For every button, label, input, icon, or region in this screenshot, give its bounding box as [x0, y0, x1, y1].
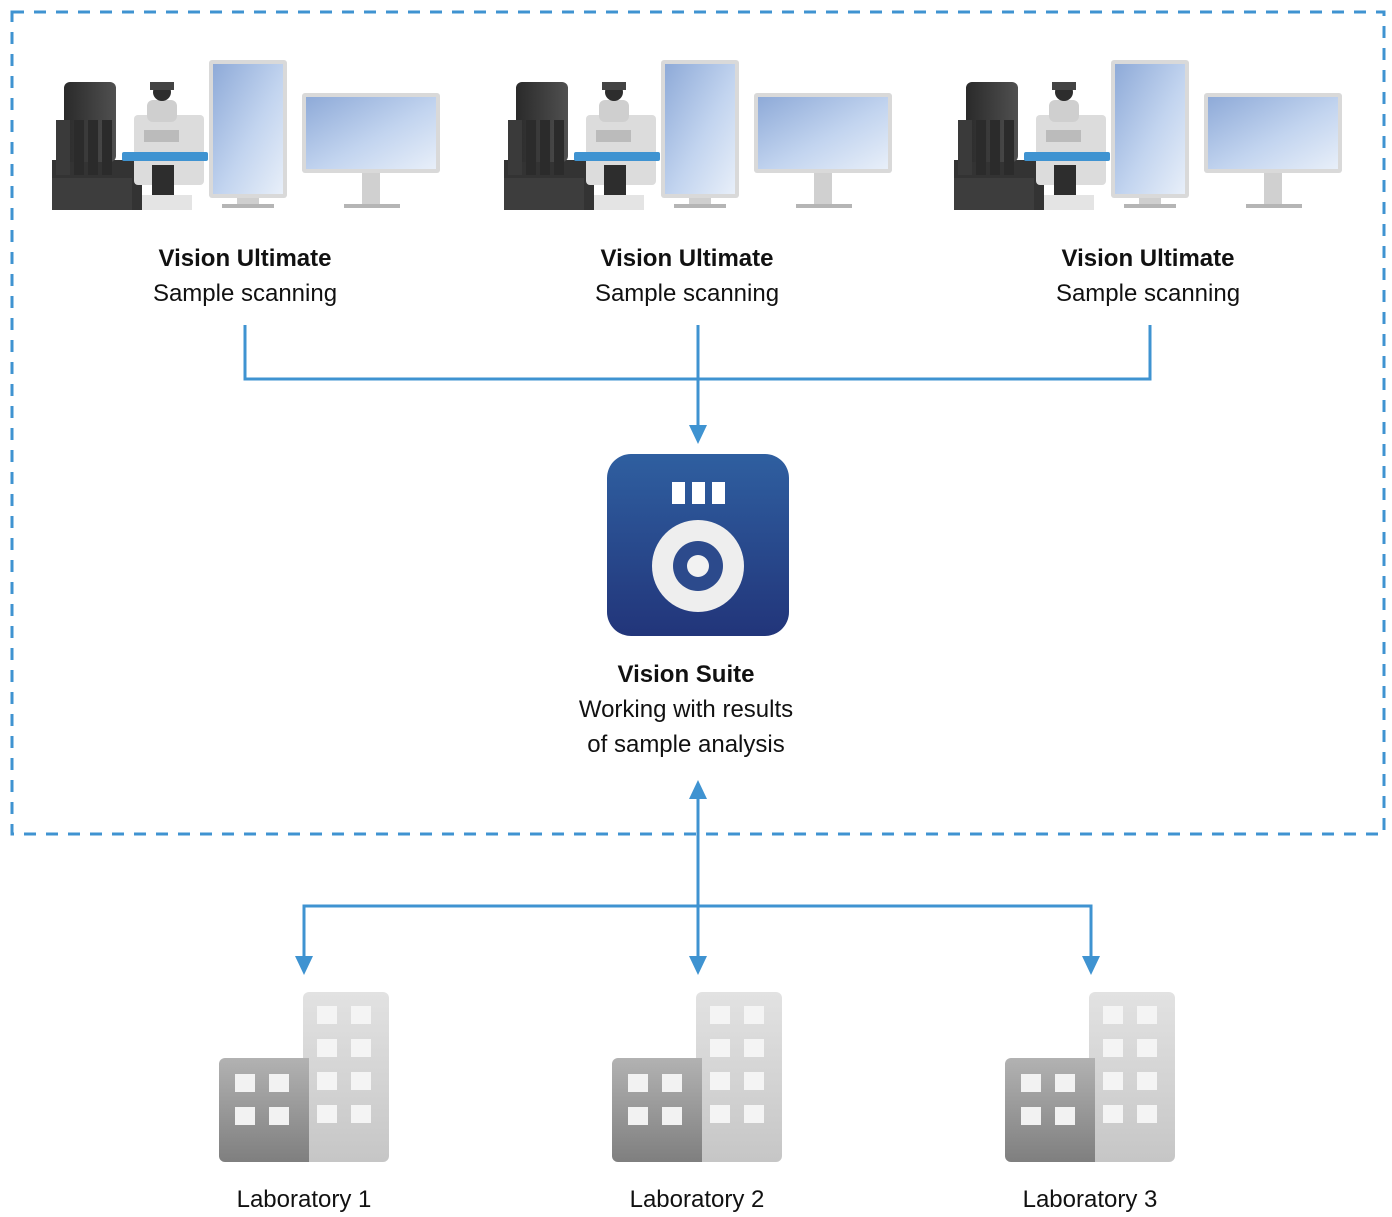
workstation-icon-1	[52, 60, 440, 210]
workstation-icon-3	[954, 60, 1342, 210]
building-icon-3	[1005, 992, 1175, 1162]
connector-stations-to-suite	[243, 325, 1152, 428]
arrowhead-up-suite	[689, 780, 707, 799]
station-subtitle: Sample scanning	[1055, 280, 1241, 307]
station-title: Vision Ultimate	[600, 245, 774, 272]
arrowhead-down-lab-2	[689, 956, 707, 975]
suite-subtitle-line2: of sample analysis	[587, 731, 785, 758]
building-icon-1	[219, 992, 389, 1162]
suite-title: Vision Suite	[617, 661, 755, 688]
station-subtitle: Sample scanning	[152, 280, 338, 307]
arrowhead-down-lab-3	[1082, 956, 1100, 975]
station-title: Vision Ultimate	[1061, 245, 1235, 272]
arrowhead-down-suite	[689, 425, 707, 444]
lab-label-1: Laboratory 1	[236, 1186, 372, 1213]
station-subtitle: Sample scanning	[594, 280, 780, 307]
suite-subtitle-line1: Working with results	[578, 696, 794, 723]
lab-label-3: Laboratory 3	[1022, 1186, 1158, 1213]
workstation-icon-2	[504, 60, 892, 210]
suite-label: Vision Suite Working with results of sam…	[536, 657, 836, 762]
connector-suite-to-labs	[302, 795, 1093, 960]
building-icon-2	[612, 992, 782, 1162]
station-label-3: Vision Ultimate Sample scanning	[1008, 241, 1288, 311]
dashed-boundary	[10, 10, 1386, 836]
station-title: Vision Ultimate	[158, 245, 332, 272]
arrowhead-down-lab-1	[295, 956, 313, 975]
vision-suite-app-icon	[607, 454, 789, 636]
lab-label-2: Laboratory 2	[629, 1186, 765, 1213]
station-label-2: Vision Ultimate Sample scanning	[547, 241, 827, 311]
station-label-1: Vision Ultimate Sample scanning	[105, 241, 385, 311]
